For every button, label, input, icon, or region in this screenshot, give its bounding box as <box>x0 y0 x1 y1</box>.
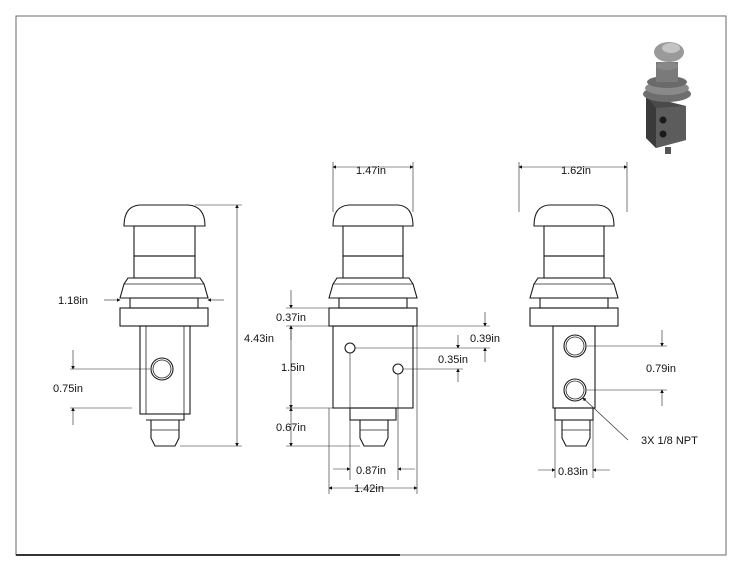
back-base-width-label: 0.83in <box>558 466 588 478</box>
back-dimensions: 1.62in 0.79in 0.83in 3X 1/8 NPT <box>518 162 698 478</box>
back-port-spacing-label: 0.79in <box>646 363 676 375</box>
back-view <box>529 204 619 447</box>
overall-height-label: 4.43in <box>244 333 274 345</box>
front-dimensions: 1.18in 0.75in 4.43in <box>53 204 274 447</box>
side-top-offset-label: 0.37in <box>276 312 306 324</box>
front-collar-width-label: 1.18in <box>58 295 88 307</box>
side-port-spacing-label: 0.35in <box>438 354 468 366</box>
port-callout-label: 3X 1/8 NPT <box>641 435 698 447</box>
side-port-top-label: 0.39in <box>470 333 500 345</box>
sheet-border <box>15 15 727 556</box>
front-port-offset-label: 0.75in <box>53 383 83 395</box>
side-base-width-label: 1.42in <box>354 483 384 495</box>
side-body-width-label: 1.47in <box>356 165 386 177</box>
back-body-width-label: 1.62in <box>561 165 591 177</box>
side-body-height-label: 1.5in <box>281 362 305 374</box>
side-view <box>328 204 418 447</box>
side-port-horizontal-label: 0.87in <box>356 465 386 477</box>
side-dimensions: 1.47in 0.37in 1.5in 0.67in 0.39in 0.35in… <box>276 162 500 495</box>
isometric-render <box>643 42 691 154</box>
side-bottom-offset-label: 0.67in <box>276 422 306 434</box>
front-view <box>119 204 209 447</box>
